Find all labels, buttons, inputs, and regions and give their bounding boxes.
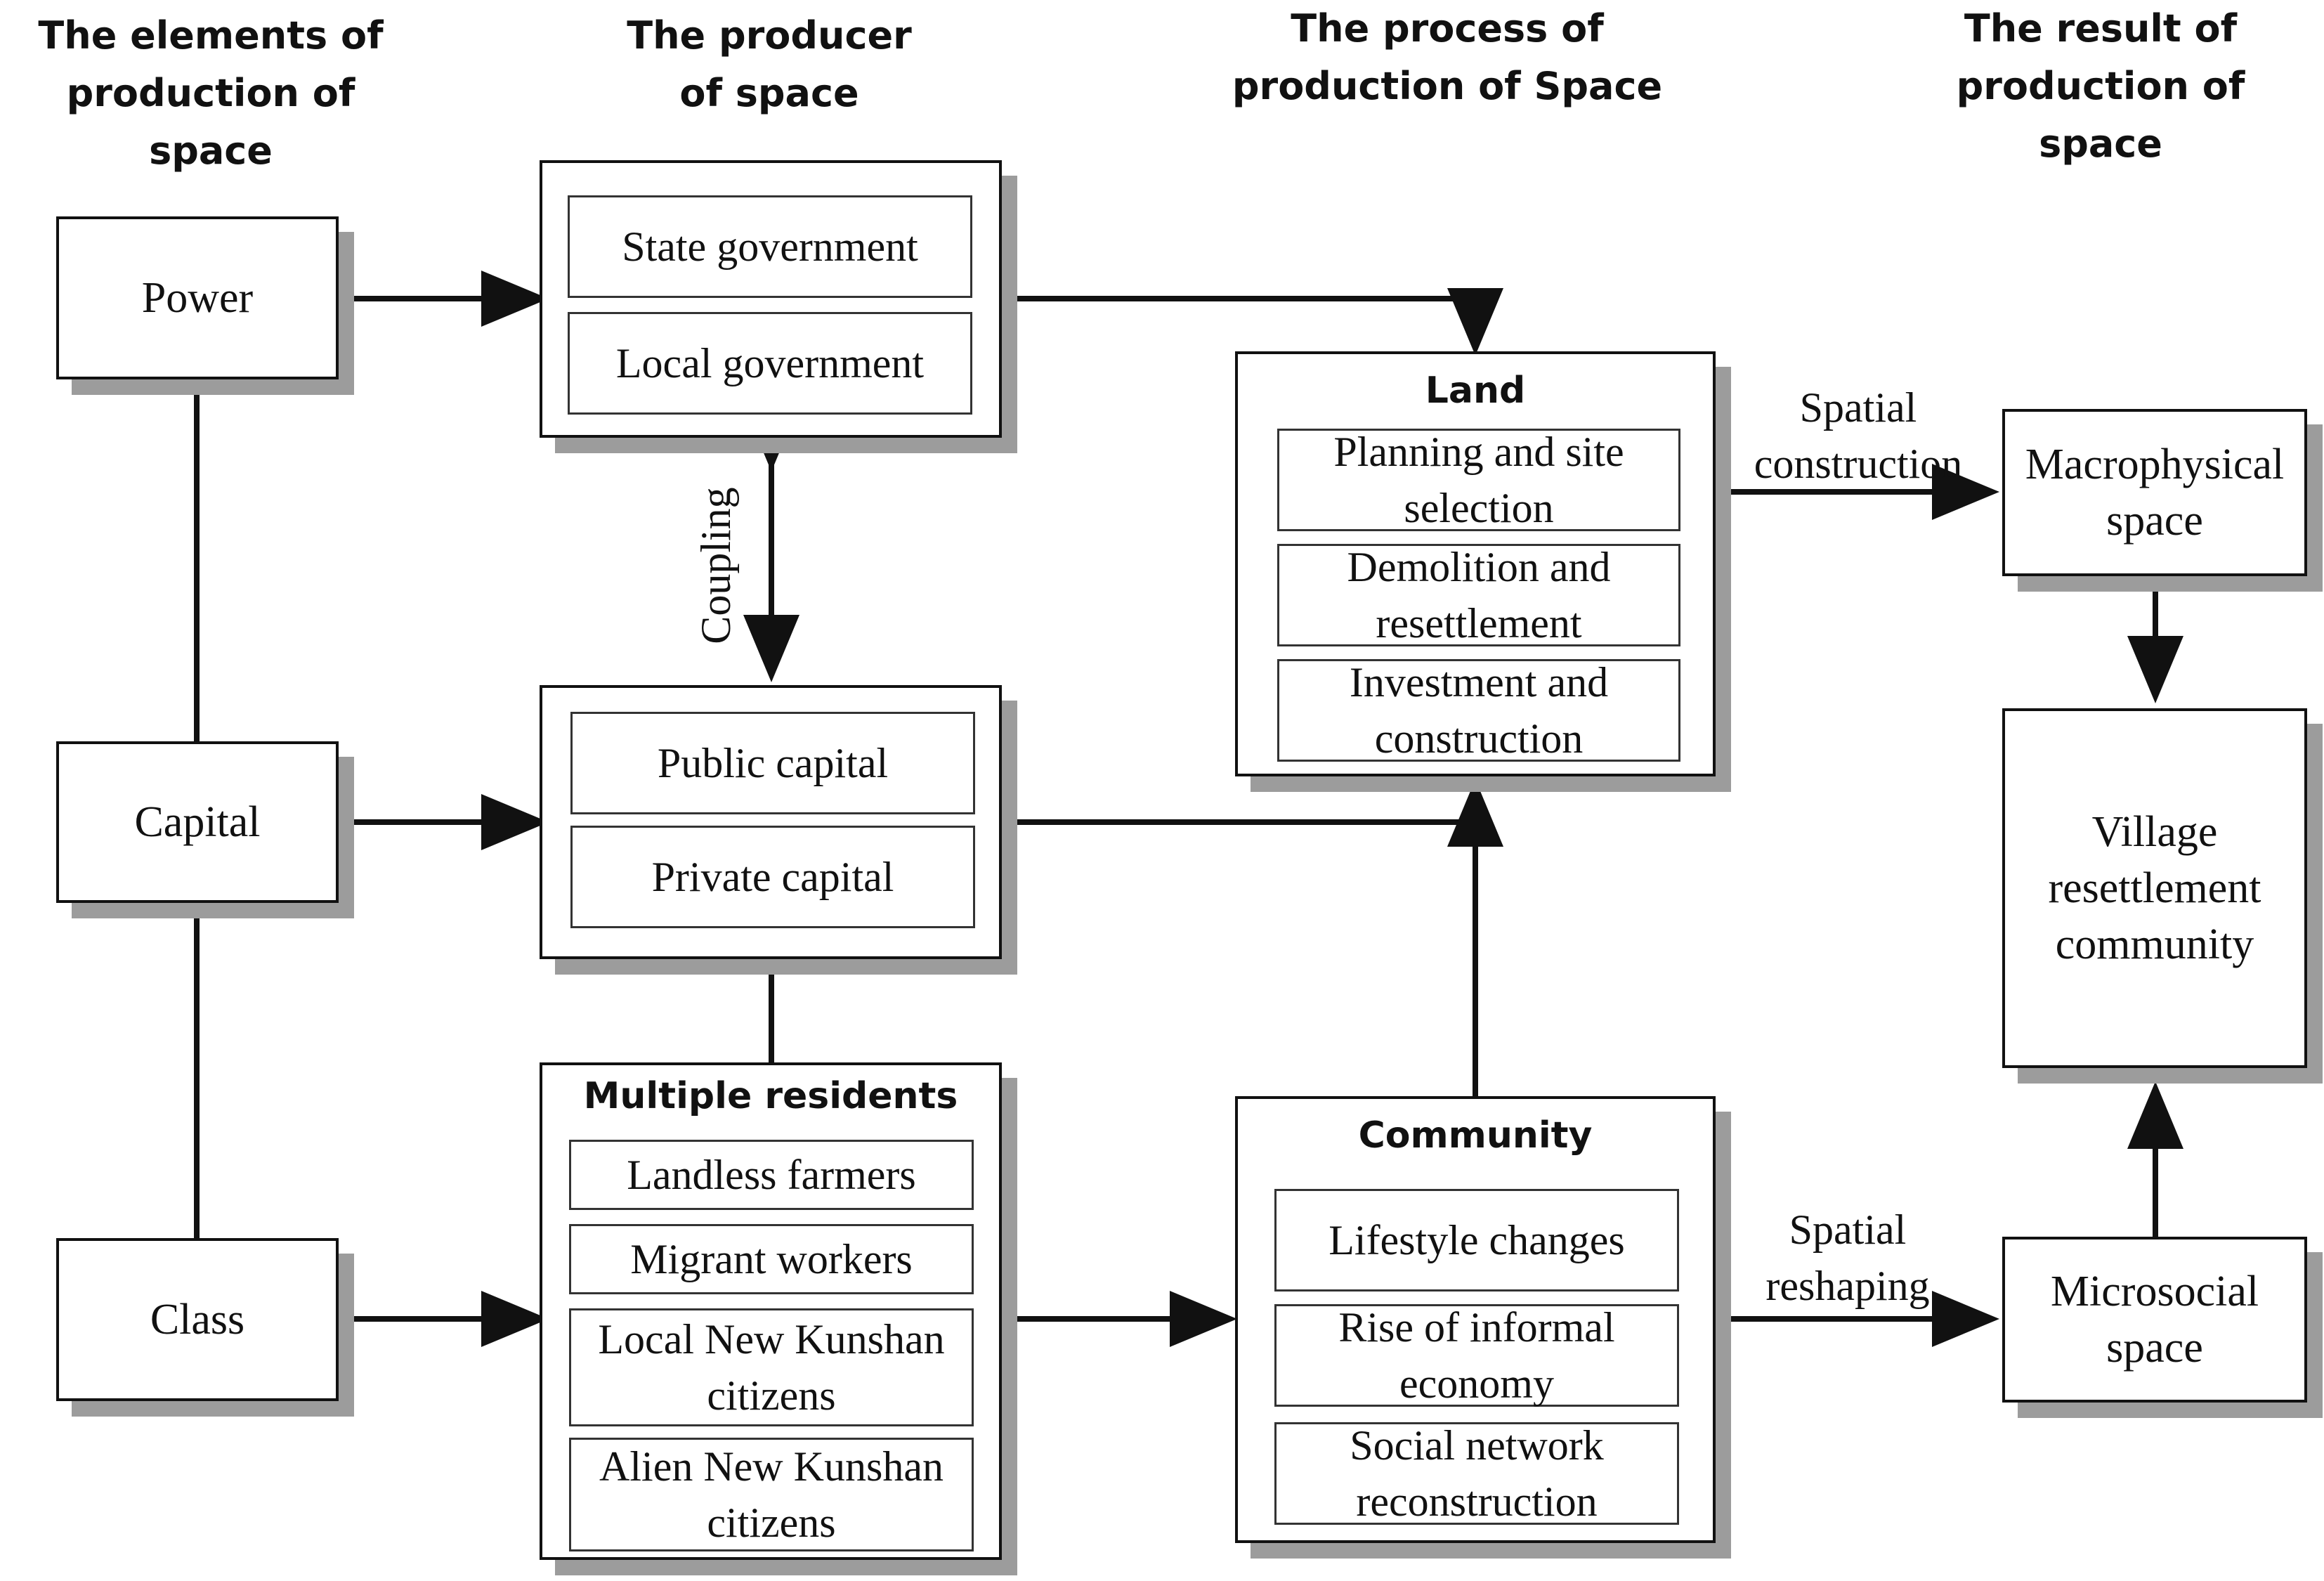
residents-title: Multiple residents <box>583 1075 958 1117</box>
power-box: Power <box>56 216 339 379</box>
local-government: Local government <box>568 312 972 415</box>
community-item-social-network: Social network reconstruction <box>1274 1422 1679 1525</box>
header-process: The process of production of Space <box>1232 6 1663 108</box>
land-item-investment: Investment and construction <box>1277 659 1680 762</box>
class-label: Class <box>150 1296 245 1343</box>
government-box: State government Local government <box>540 160 1002 438</box>
community-item-informal-economy: Rise of informal economy <box>1274 1304 1679 1407</box>
power-label: Power <box>141 274 254 322</box>
header-elements: The elements of production of space <box>38 13 384 173</box>
capital-element-box: Capital <box>56 741 339 903</box>
village-box: Village resettlement community <box>2002 708 2307 1068</box>
capital-producer-box: Public capital Private capital <box>540 685 1002 959</box>
spatial-construction-label: Spatial construction <box>1754 384 1963 487</box>
microsocial-box: Microsocial space <box>2002 1237 2307 1403</box>
village-label: Village resettlement community <box>2048 808 2261 968</box>
header-producer: The producer of space <box>627 13 912 115</box>
residents-box: Multiple residents Landless farmers Migr… <box>540 1062 1002 1560</box>
residents-item-migrant-workers: Migrant workers <box>569 1224 974 1294</box>
state-government: State government <box>568 195 972 298</box>
land-title: Land <box>1425 370 1526 412</box>
community-item-lifestyle: Lifestyle changes <box>1274 1189 1679 1292</box>
macrophysical-box: Macrophysical space <box>2002 409 2307 576</box>
land-item-demolition: Demolition and resettlement <box>1277 544 1680 646</box>
public-capital: Public capital <box>570 712 975 814</box>
microsocial-label: Microsocial space <box>2050 1268 2259 1372</box>
government-land-arrow <box>1001 288 1503 356</box>
macrophysical-label: Macrophysical space <box>2025 441 2285 545</box>
class-box: Class <box>56 1238 339 1401</box>
community-box: Community Lifestyle changes Rise of info… <box>1235 1096 1716 1543</box>
community-title: Community <box>1358 1114 1593 1157</box>
private-capital: Private capital <box>570 826 975 928</box>
residents-item-local-citizens: Local New Kunshan citizens <box>569 1308 974 1426</box>
spatial-reshaping-label: Spatial reshaping <box>1765 1206 1930 1309</box>
residents-item-alien-citizens: Alien New Kunshan citizens <box>569 1438 974 1551</box>
header-result: The result of production of space <box>1956 6 2245 166</box>
residents-item-landless-farmers: Landless farmers <box>569 1140 974 1210</box>
capital-label: Capital <box>134 798 261 846</box>
land-box: Land Planning and site selection Demolit… <box>1235 351 1716 776</box>
land-item-planning: Planning and site selection <box>1277 429 1680 531</box>
coupling-label: Coupling <box>693 487 739 644</box>
